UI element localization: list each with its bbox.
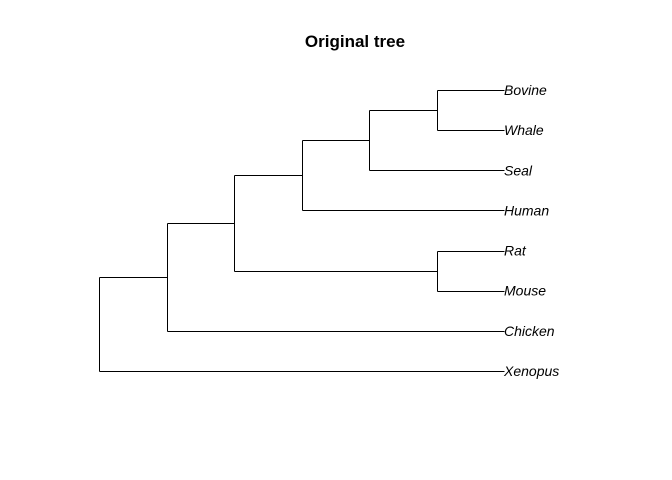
chart-title: Original tree: [305, 32, 405, 51]
tip-label-rat: Rat: [504, 243, 527, 259]
tip-label-mouse: Mouse: [504, 283, 546, 299]
tip-label-whale: Whale: [504, 122, 544, 138]
tip-label-human: Human: [504, 202, 549, 218]
tip-labels: BovineWhaleSealHumanRatMouseChickenXenop…: [503, 82, 559, 379]
tip-label-bovine: Bovine: [504, 82, 547, 98]
tip-label-chicken: Chicken: [504, 323, 555, 339]
branches: [99, 90, 505, 372]
tip-label-seal: Seal: [504, 162, 533, 178]
tip-label-xenopus: Xenopus: [503, 363, 559, 379]
